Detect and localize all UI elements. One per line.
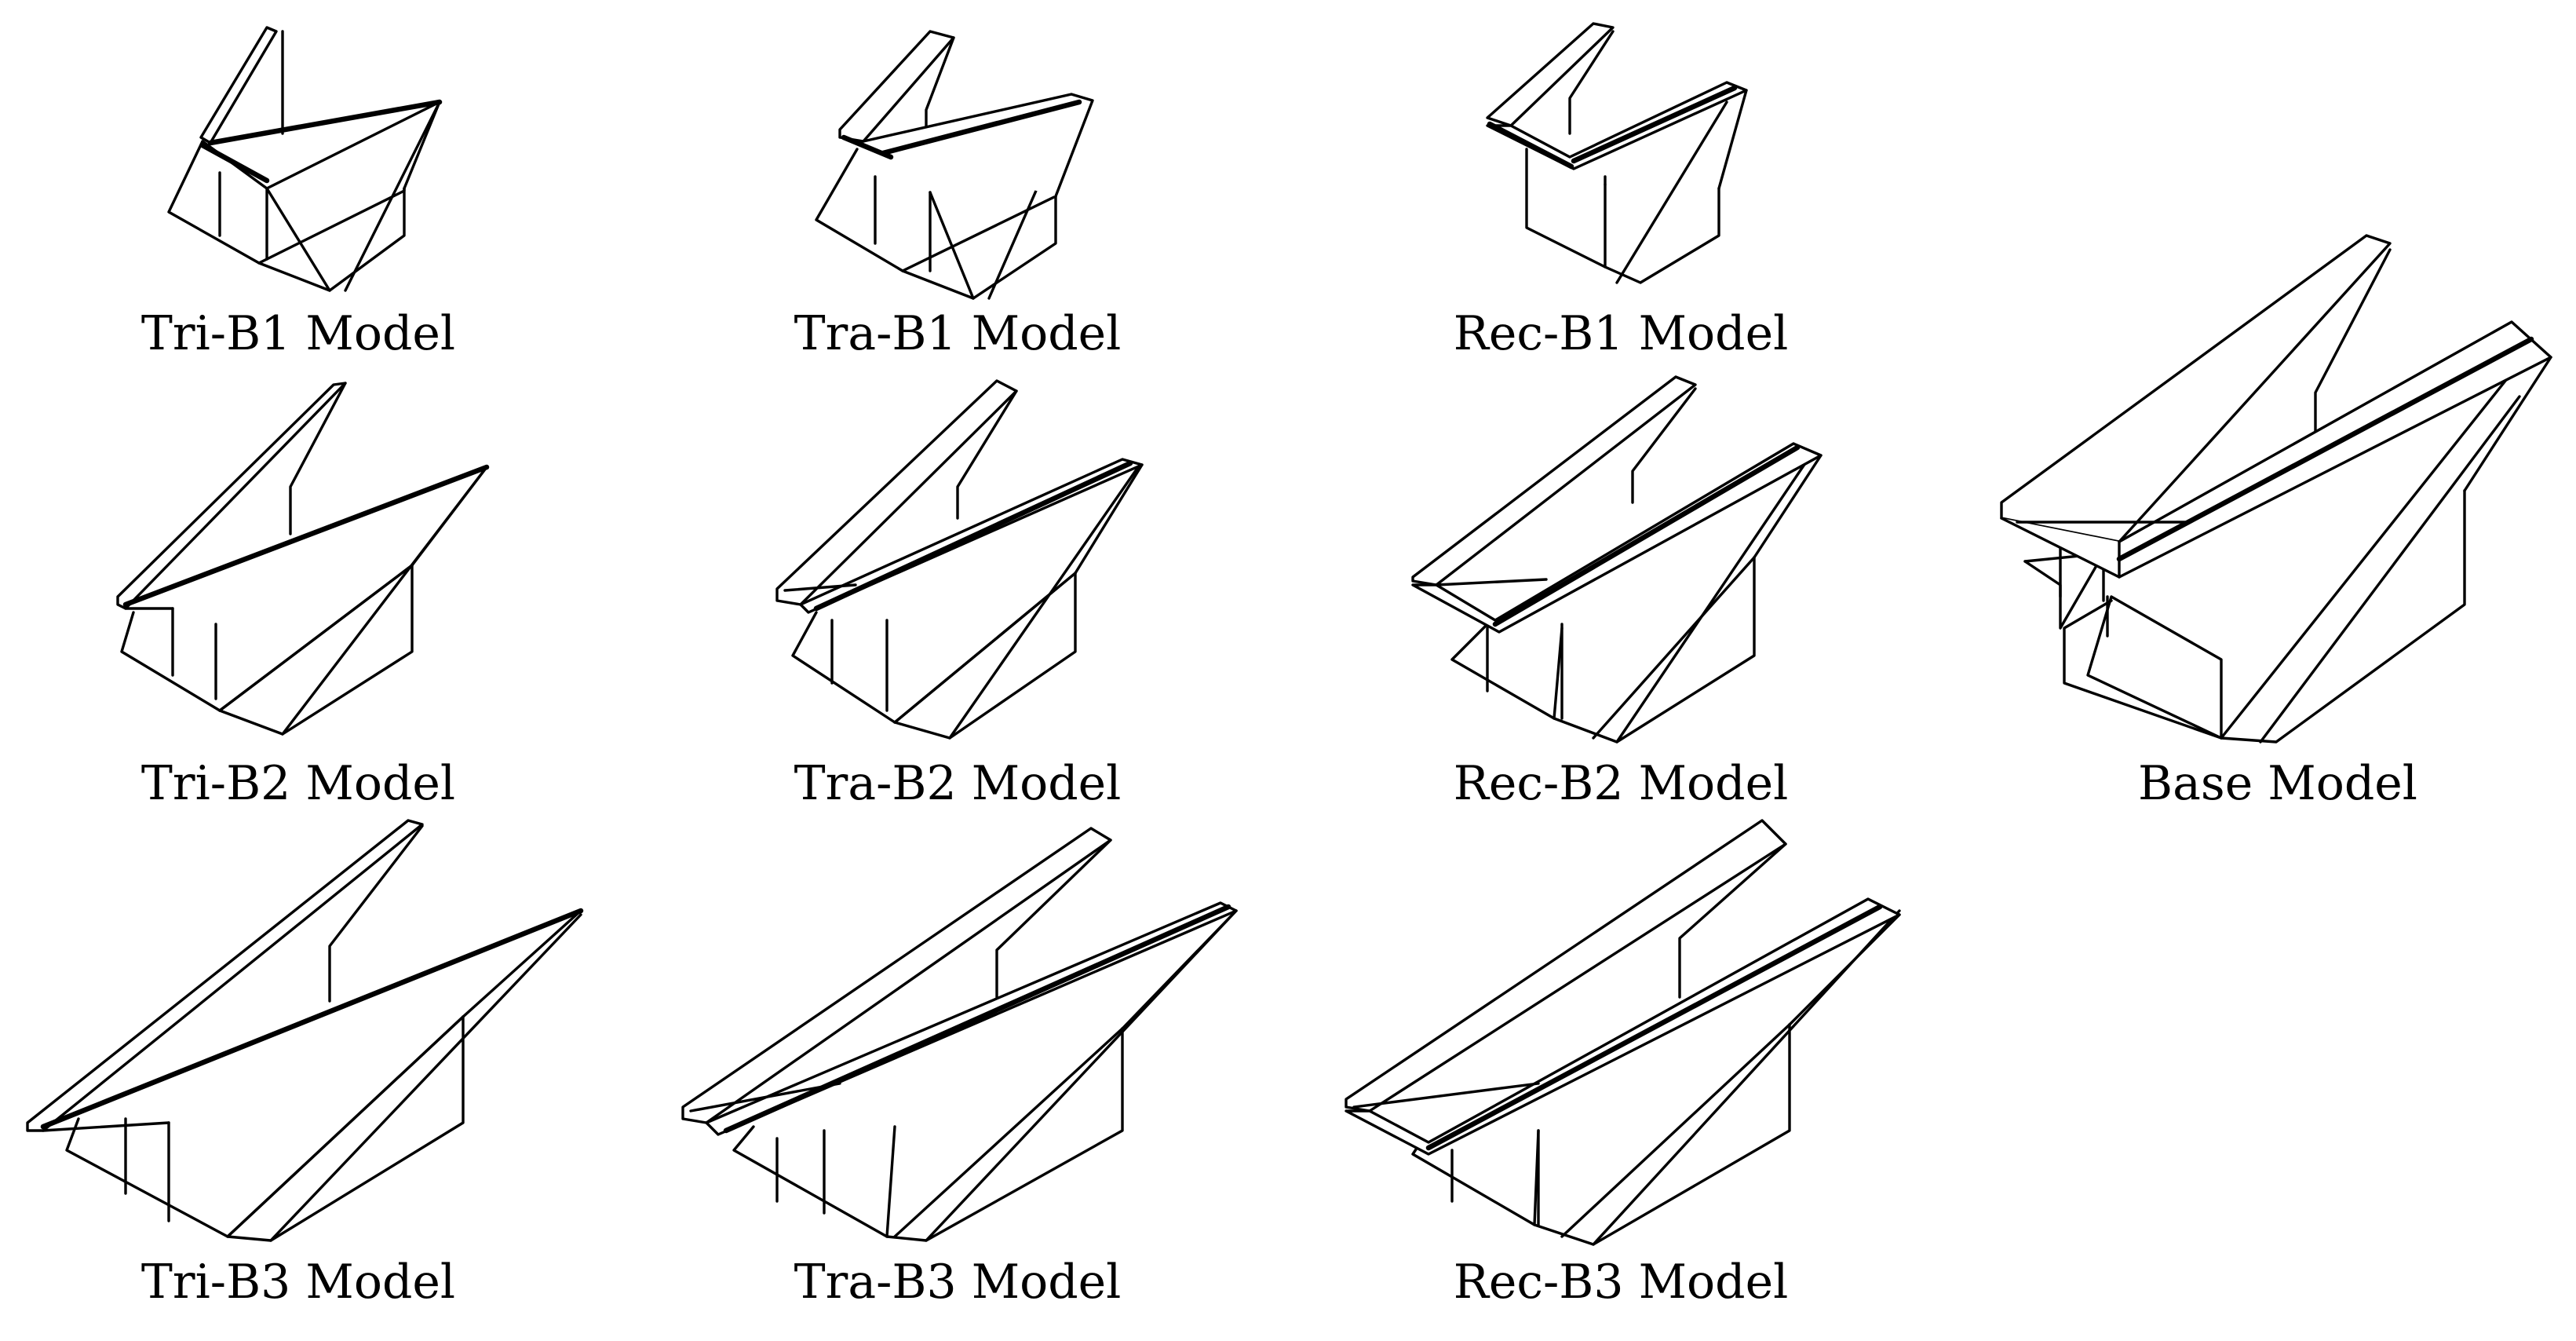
model-drawing-tra-b3 — [681, 827, 1238, 1242]
caption-tra-b2: Tra-B2 Model — [794, 756, 1122, 811]
model-drawing-rec-b3 — [1345, 819, 1901, 1246]
model-drawing-rec-b1 — [1486, 22, 1748, 284]
model-drawing-tri-b2 — [116, 382, 490, 736]
caption-tri-b2: Tri-B2 Model — [140, 756, 456, 811]
model-drawing-base — [2000, 234, 2552, 744]
caption-base: Base Model — [2138, 756, 2417, 811]
model-drawing-tri-b3 — [26, 819, 584, 1242]
caption-tra-b1: Tra-B1 Model — [794, 306, 1122, 361]
caption-tri-b1: Tri-B1 Model — [140, 306, 456, 361]
model-drawing-rec-b2 — [1411, 375, 1823, 744]
model-drawing-tri-b1 — [167, 26, 443, 292]
caption-rec-b1: Rec-B1 Model — [1453, 306, 1789, 361]
model-drawing-tra-b2 — [775, 379, 1144, 740]
caption-tra-b3: Tra-B3 Model — [794, 1255, 1122, 1310]
model-drawing-tra-b1 — [815, 30, 1094, 300]
caption-rec-b3: Rec-B3 Model — [1453, 1255, 1789, 1310]
caption-tri-b3: Tri-B3 Model — [140, 1255, 456, 1310]
caption-rec-b2: Rec-B2 Model — [1453, 756, 1789, 811]
